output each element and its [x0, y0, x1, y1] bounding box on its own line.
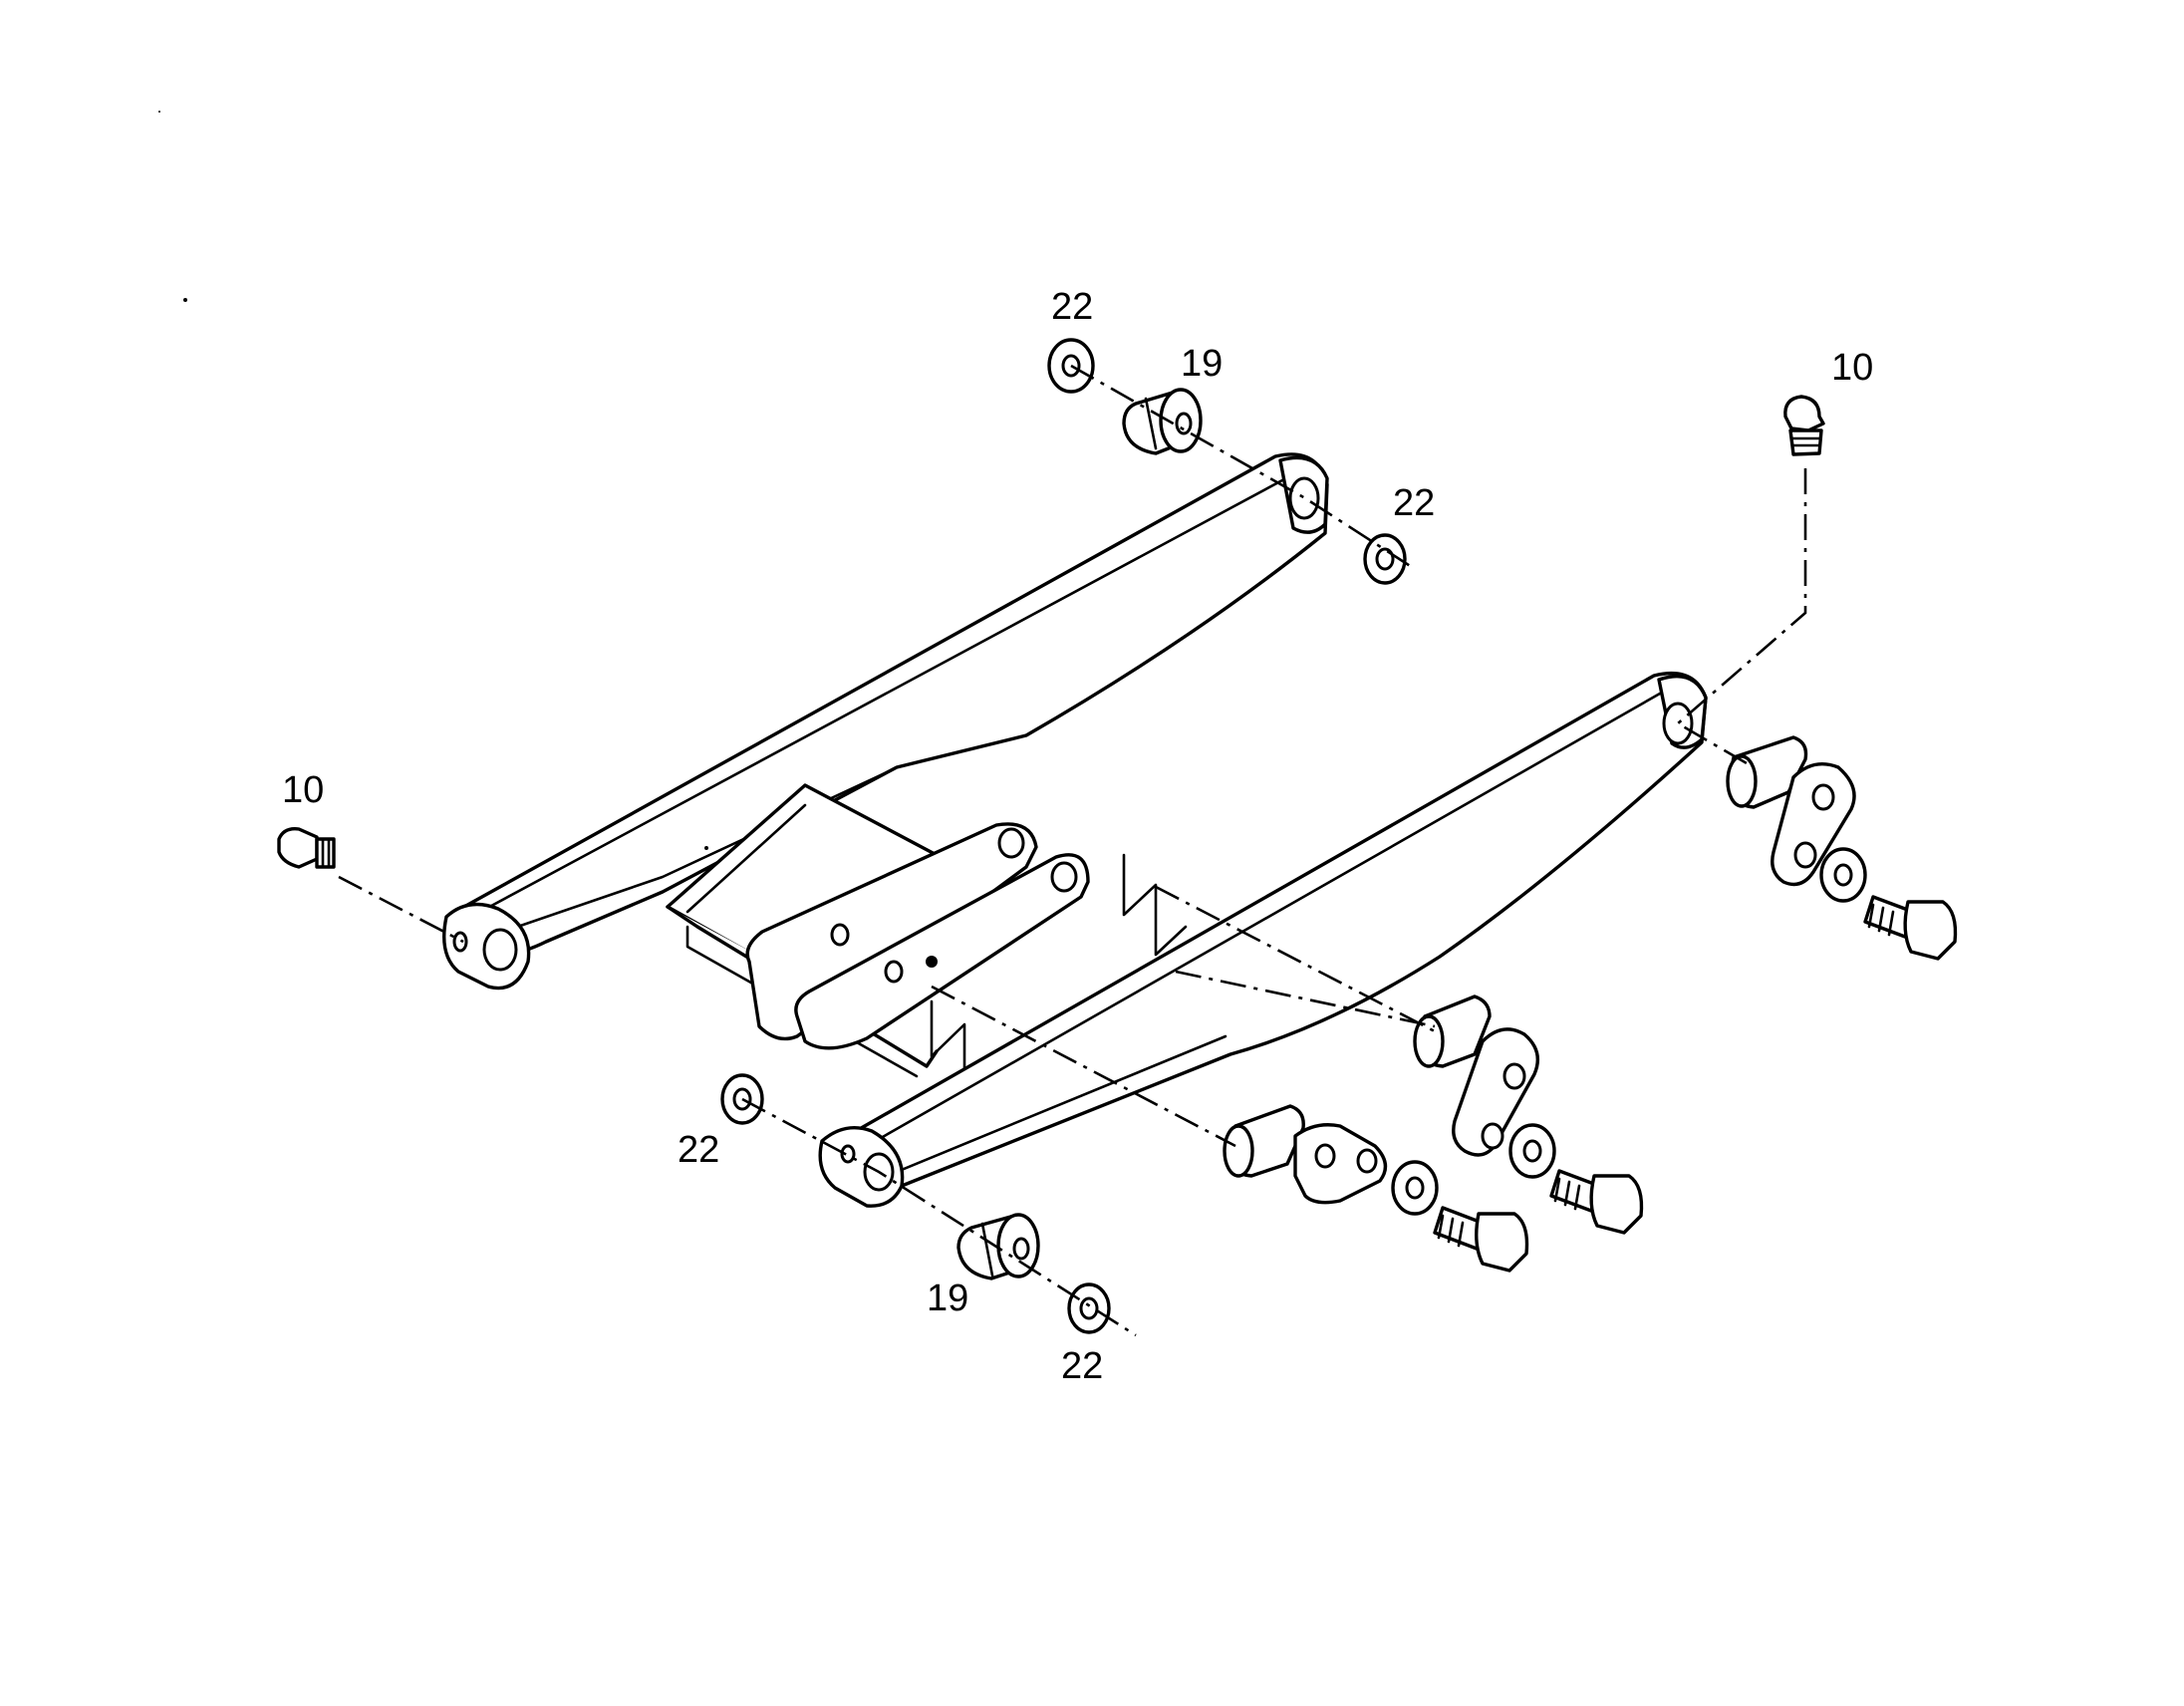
- upper-arm: [442, 452, 1329, 991]
- callout-22-bottom: 22: [1061, 1345, 1103, 1387]
- pivot-pin-lower: [1223, 1104, 1388, 1205]
- callout-10-left: 10: [282, 769, 324, 811]
- callout-19-top: 19: [1181, 343, 1223, 385]
- grease-fitting-top: [1783, 395, 1825, 456]
- scan-speck: [183, 298, 187, 302]
- callout-22-lower-left: 22: [678, 1129, 719, 1171]
- bushing-19-top: [1122, 388, 1203, 455]
- washer-middle: [1508, 1123, 1556, 1179]
- callout-19-bottom: 19: [927, 1278, 968, 1319]
- pivot-pin-middle: [1413, 995, 1539, 1157]
- bolt-lower: [1433, 1206, 1529, 1273]
- callout-22-upper-right: 22: [1393, 482, 1435, 524]
- grease-fitting-left: [277, 827, 336, 869]
- cross-member: [666, 783, 1188, 1080]
- washer-22-upper-right: [1363, 533, 1407, 585]
- lower-arm: [818, 671, 1708, 1208]
- washer-22-bottom: [1067, 1282, 1111, 1334]
- leader-lines: [338, 364, 1807, 1337]
- scan-speck: [158, 111, 160, 113]
- callout-22-top: 22: [1051, 286, 1093, 328]
- bolt-middle: [1549, 1169, 1644, 1235]
- washer-lower: [1391, 1160, 1439, 1216]
- callout-10-top: 10: [1831, 347, 1873, 389]
- bolt-right: [1863, 895, 1958, 961]
- washer-right: [1819, 847, 1867, 903]
- pivot-pin-right: [1726, 735, 1856, 887]
